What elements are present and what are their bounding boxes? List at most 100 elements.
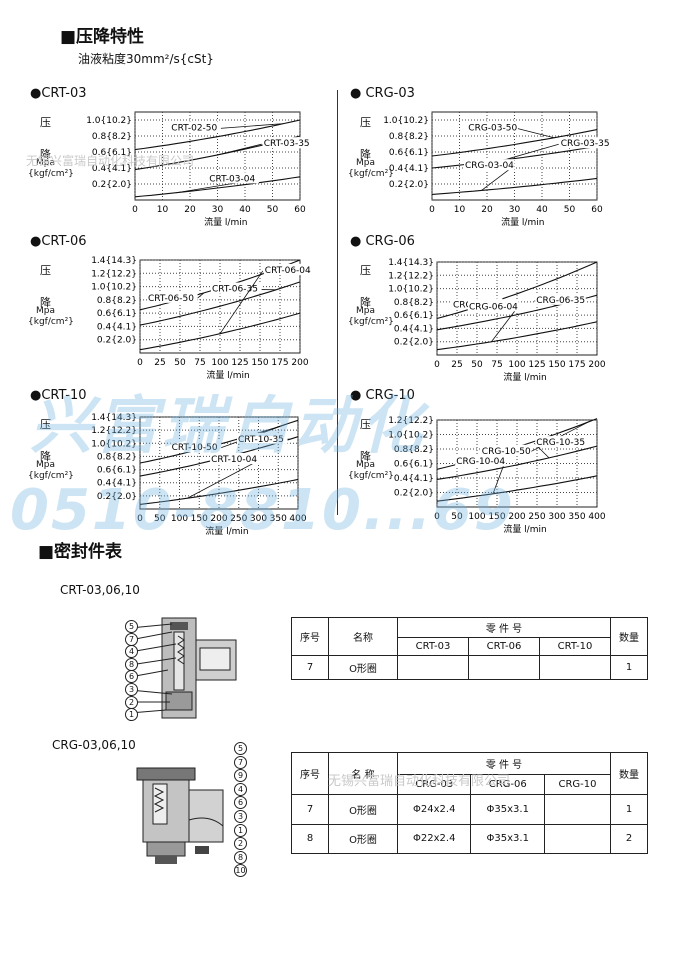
x-axis-label: 流量 l/min [501,216,544,228]
x-tick-label: 0 [137,358,143,368]
x-tick-label: 30 [212,205,224,215]
series-leader-line [219,270,264,334]
y-tick-label: 1.2{12.2} [91,426,137,436]
seal2-callout-10: 10 [234,864,247,878]
series-label-bg [464,159,515,171]
series-line-CRG-03-50 [431,129,598,157]
seal1-callout-1: 1 [125,708,138,722]
cell-name: O形圈 [328,655,398,680]
y-tick-label: 1.4{14.3} [91,413,137,423]
seal2-callout-1: 1 [234,823,247,837]
y-tick-label: 1.0{10.2} [86,116,132,126]
seal2-callout-8: 8 [234,850,247,864]
series-line-CRG-03-04 [431,177,598,195]
crg-valve-section-drawing [136,767,224,864]
series-label: CRT-10-50 [172,443,218,453]
series-label-bg [211,282,262,294]
seal-table-crg: 序号 名 称 零 件 号 数量 CRG-03 CRG-06 CRG-10 7 O… [291,752,648,854]
seal2-callout-5: 5 [234,742,247,755]
y-tick-label: 1.0{10.2} [383,116,429,126]
series-label: CRT-10-04 [211,455,257,465]
series-line-CRT-06-04 [139,312,301,351]
seal2-callout-4: 4 [234,782,247,796]
series-leader-line [481,165,514,191]
series-label: CRG-03-35 [561,139,610,149]
series-label: CRG-06-35 [536,296,585,306]
x-tick-label: 200 [508,512,525,522]
series-leader-line [187,459,260,499]
series-label-bg [170,441,222,453]
cell-c2: Φ35x3.1 [470,794,545,825]
series-label-bg [559,137,611,149]
x-tick-label: 50 [564,205,576,215]
x-axis-label: 流量 l/min [503,371,546,383]
x-tick-label: 400 [588,512,605,522]
series-leader-line [217,143,262,156]
series-label-bg [468,300,519,312]
y-axis-label-ya: 压 [360,418,371,431]
x-axis-label: 流量 l/min [206,369,249,381]
y-tick-label: 0.4{4.1} [92,164,132,174]
x-tick-label: 150 [251,358,268,368]
x-tick-label: 300 [548,512,565,522]
cell-name: O形圈 [328,794,398,825]
header-name: 名 称 [328,752,398,795]
y-tick-label: 0.2{2.0} [92,180,132,190]
cell-no: 8 [291,823,329,854]
series-label: CRT-03-04 [209,174,255,184]
y-tick-label: 0.2{2.0} [389,180,429,190]
x-tick-label: 200 [210,514,227,524]
header-col1: CRG-03 [396,774,472,795]
x-axis-label: 流量 l/min [205,525,248,537]
series-label: CRT-06-35 [212,285,258,295]
x-tick-label: 10 [454,205,466,215]
x-tick-label: 250 [528,512,545,522]
cell-c2: Φ35x3.1 [470,823,545,854]
chart-title-1: ● CRG-03 [350,86,415,101]
y-axis-label-ya: 压 [40,418,51,431]
y-tick-label: 1.2{12.2} [388,271,434,281]
cell-qty: 2 [610,823,648,854]
x-tick-label: 150 [191,514,208,524]
x-tick-label: 150 [488,512,505,522]
y-tick-label: 0.8{8.2} [97,296,137,306]
header-part: 零 件 号 [397,617,611,638]
y-tick-label: 0.2{2.0} [394,338,434,348]
x-tick-label: 100 [211,358,228,368]
column-divider [337,90,338,515]
seal1-callout-8: 8 [125,657,138,671]
y-axis-label-unit1: Mpa [356,306,375,316]
header-col3: CRT-10 [539,637,611,656]
series-label-bg [535,436,586,448]
seal1-callout-6: 6 [125,670,138,684]
seal2-callout-2: 2 [234,837,247,851]
series-label: CRT-06-04 [265,266,311,276]
x-tick-label: 60 [591,205,603,215]
seal2-callout-9: 9 [234,769,247,783]
x-tick-label: 50 [471,360,483,370]
section-title-seal-table: ■密封件表 [38,542,123,562]
header-col2: CRT-06 [468,637,540,656]
cell-c1 [397,655,469,680]
watermark-phone: 0510-8810...69 [10,478,515,543]
y-tick-label: 1.2{12.2} [91,269,137,279]
seal2-callout-3: 3 [234,810,247,823]
crt-valve-section-drawing [129,617,237,719]
y-tick-label: 0.4{4.1} [97,479,137,489]
seal2-callout-7: 7 [234,755,247,769]
series-line-CRG-10-04 [436,475,598,502]
x-axis-label: 流量 l/min [503,523,546,535]
x-tick-label: 75 [194,358,205,368]
y-tick-label: 0.4{4.1} [389,164,429,174]
series-label: CRG-10-04 [456,457,505,467]
x-tick-label: 100 [468,512,485,522]
y-tick-label: 0.6{6.1} [97,466,137,476]
series-label: CRT-02-50 [171,123,217,133]
cell-c3 [543,794,612,825]
cell-qty: 1 [610,794,648,825]
y-tick-label: 0.2{2.0} [97,336,137,346]
y-axis-label-jiang: 降 [40,296,51,309]
y-tick-label: 1.0{10.2} [388,431,434,441]
